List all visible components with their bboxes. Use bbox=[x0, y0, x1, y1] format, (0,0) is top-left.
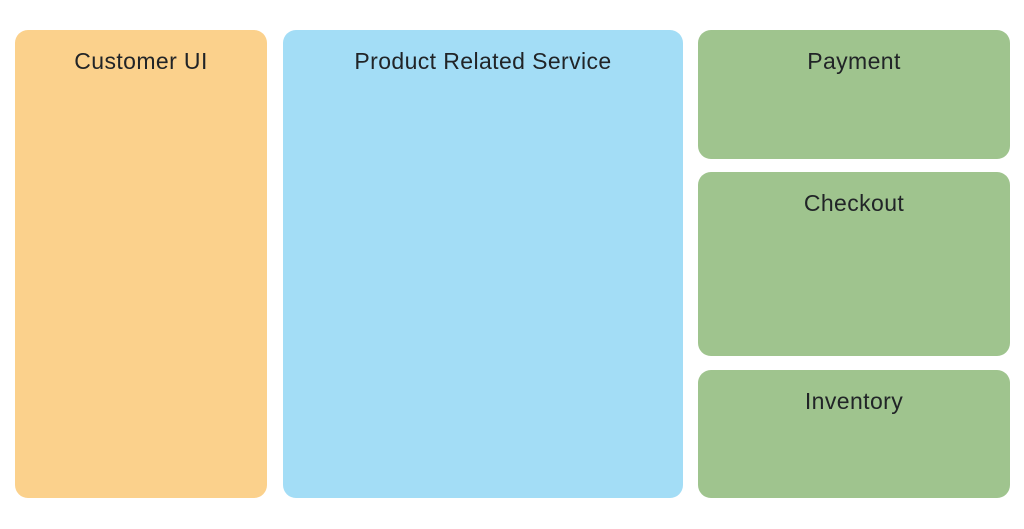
diagram-node-label: Checkout bbox=[803, 190, 905, 216]
diagram-node-label: Product Related Service bbox=[354, 48, 612, 74]
diagram-node-inventory: Inventory bbox=[698, 370, 1010, 498]
diagram-node-label: Payment bbox=[807, 48, 901, 74]
diagram-node-checkout: Checkout bbox=[698, 172, 1010, 356]
diagram-node-label: Customer UI bbox=[74, 48, 208, 74]
diagram-node-customer-ui: Customer UI bbox=[15, 30, 267, 498]
diagram-node-product-related-service: Product Related Service bbox=[283, 30, 683, 498]
diagram-node-payment: Payment bbox=[698, 30, 1010, 159]
diagram-node-label: Inventory bbox=[804, 388, 904, 414]
